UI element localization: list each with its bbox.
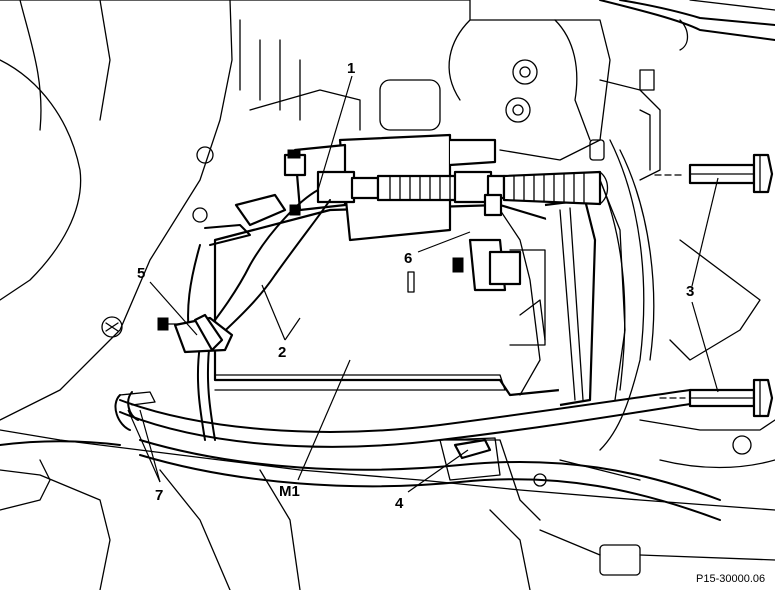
terminal-lead — [187, 189, 331, 441]
leader-7a — [139, 409, 161, 483]
callout-1: 1 — [347, 60, 355, 77]
callout-m1: M1 — [279, 483, 300, 500]
leader-2a — [261, 284, 286, 341]
leader-7b — [127, 409, 161, 483]
callout-3: 3 — [686, 283, 694, 300]
callout-2: 2 — [278, 344, 286, 361]
mounting-bolt-lower — [659, 378, 774, 418]
cable-clip — [114, 391, 156, 431]
leader-1 — [317, 75, 353, 191]
leader-3b — [691, 301, 719, 393]
clamp-bracket — [439, 437, 501, 481]
callout-4: 4 — [395, 495, 404, 512]
callout-7: 7 — [155, 487, 163, 504]
callout-5: 5 — [137, 265, 145, 282]
solenoid — [283, 133, 609, 292]
callout-labels: 1 2 3 4 5 6 7 M1 — [137, 60, 694, 512]
callout-6: 6 — [404, 250, 412, 267]
leader-3a — [691, 177, 719, 287]
leader-2b — [284, 317, 301, 341]
cable-harness — [0, 389, 721, 521]
leader-lines — [127, 75, 719, 493]
leader-4 — [407, 449, 469, 493]
figure-reference: P15-30000.06 — [696, 573, 765, 585]
leader-5 — [149, 281, 198, 336]
leader-6 — [417, 231, 471, 253]
leader-m1 — [297, 359, 351, 481]
mounting-bolt-upper — [654, 153, 774, 194]
